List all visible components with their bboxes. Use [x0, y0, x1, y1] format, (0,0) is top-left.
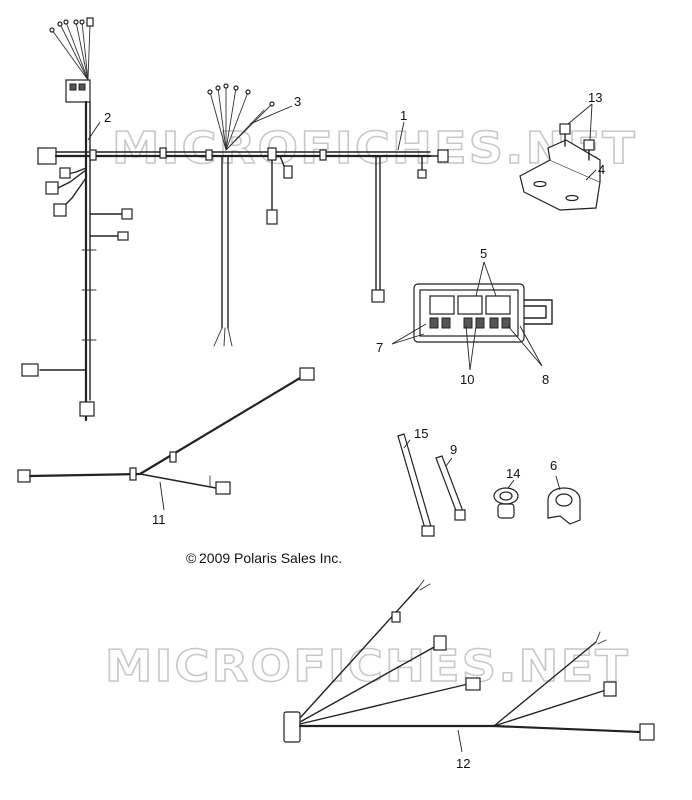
callout-6: 6	[550, 458, 557, 473]
callout-1: 1	[400, 108, 407, 123]
harness-part-2	[21, 17, 133, 422]
copyright-symbol: ©	[186, 550, 197, 566]
callout-14: 14	[506, 466, 520, 481]
watermark-bottom: MICROFICHES.NET	[105, 641, 630, 692]
harness-part-3	[207, 83, 275, 151]
cable-tie-part-15	[397, 433, 435, 537]
copyright-text: 2009 Polaris Sales Inc.	[199, 550, 342, 566]
callout-13: 13	[588, 90, 602, 105]
p-clip-part-6	[547, 487, 581, 525]
callout-15: 15	[414, 426, 428, 441]
callout-9: 9	[450, 442, 457, 457]
callout-2: 2	[104, 110, 111, 125]
harness-part-1	[54, 147, 449, 347]
clamp-part-14	[493, 487, 519, 519]
callout-3: 3	[294, 94, 301, 109]
cable-tie-part-9	[435, 455, 466, 521]
callout-10: 10	[460, 372, 474, 387]
callout-5: 5	[480, 246, 487, 261]
callout-7: 7	[376, 340, 383, 355]
bracket-part-4	[519, 139, 601, 211]
callout-8: 8	[542, 372, 549, 387]
fasteners-part-13	[559, 123, 595, 161]
harness-part-11	[17, 367, 315, 495]
harness-part-12	[283, 579, 655, 743]
fuse-relay-box	[413, 283, 553, 343]
callout-12: 12	[456, 756, 470, 771]
callout-11: 11	[152, 512, 166, 527]
leader-lines	[87, 103, 597, 753]
callout-4: 4	[598, 162, 605, 177]
